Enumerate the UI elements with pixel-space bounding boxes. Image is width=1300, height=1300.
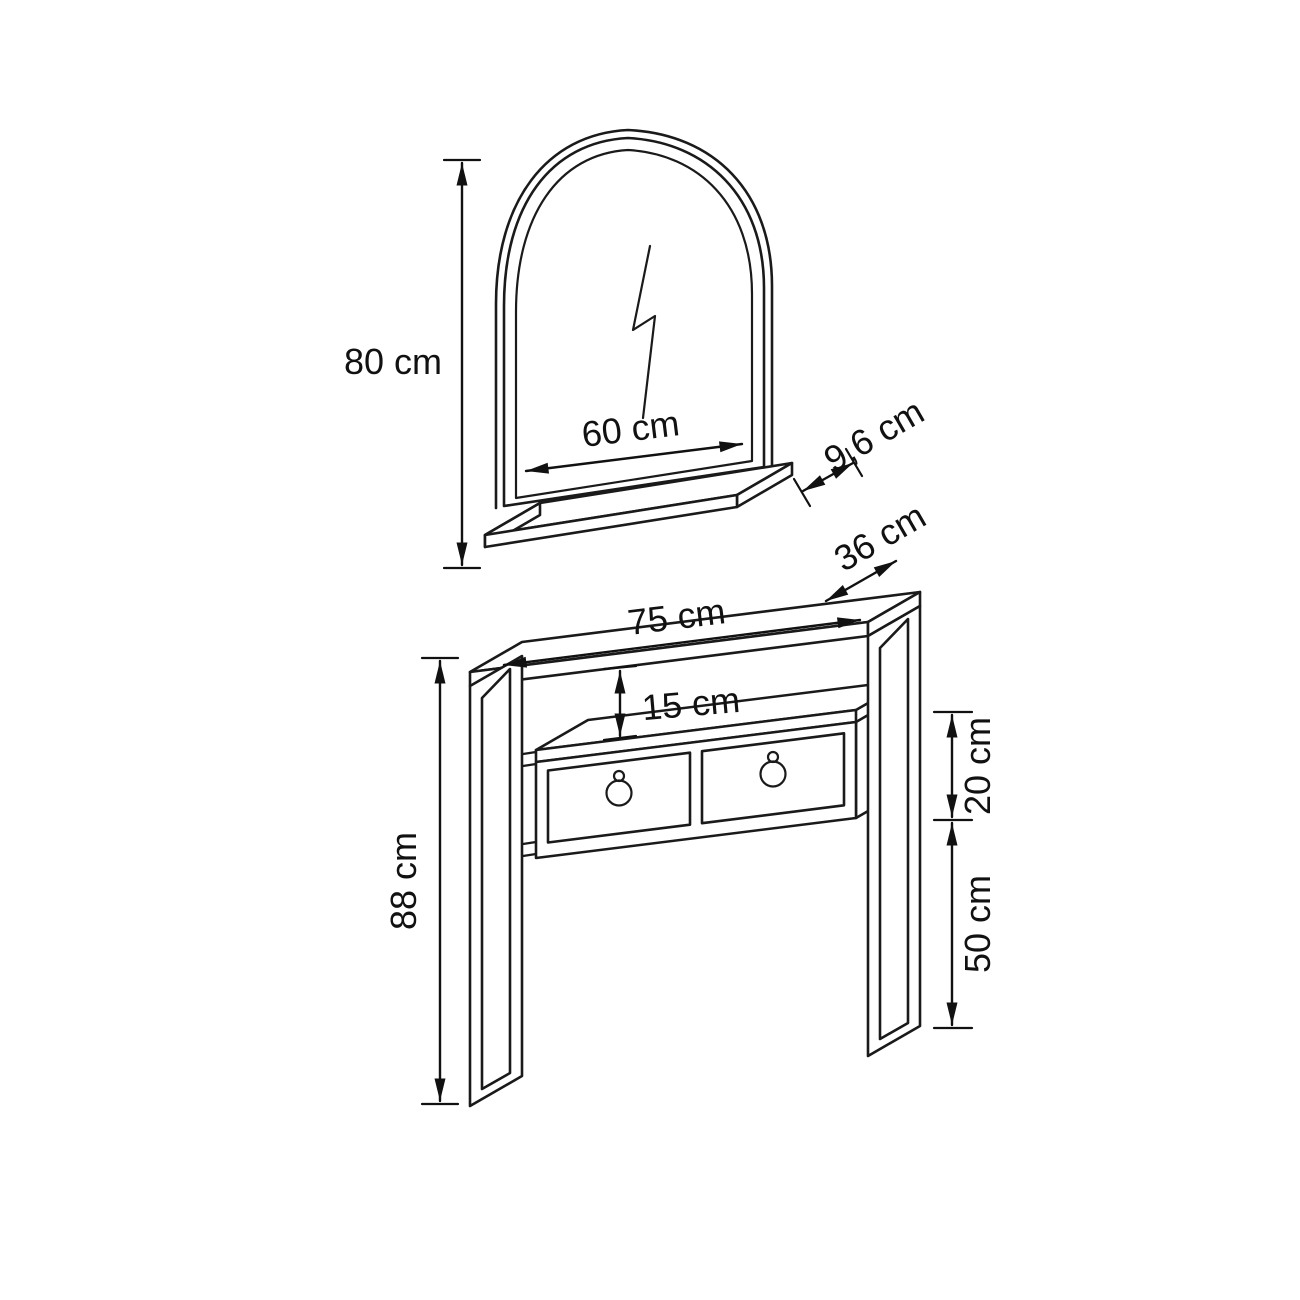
mirror-group — [483, 128, 794, 549]
drawer-right-ring-handle — [759, 760, 787, 788]
dim-mirror-width-arrow — [524, 441, 744, 474]
dim-label-table-height: 88 cm — [383, 832, 424, 930]
dim-label-shelf-gap: 15 cm — [640, 679, 741, 728]
dim-label-leg-height: 50 cm — [957, 875, 998, 973]
table-group — [468, 590, 922, 1108]
mirror-shelf-front — [483, 493, 739, 549]
dim-label-shelf-depth: 9,6 cm — [817, 390, 931, 480]
drawer-right-front — [700, 731, 846, 825]
dim-table-depth-arrow — [824, 559, 898, 603]
drawer-left-ring-handle — [605, 779, 633, 807]
leg-frame-right-inner — [878, 617, 910, 1041]
dim-shelf-gap-tick-top — [602, 664, 638, 671]
drawer-left-front — [546, 751, 692, 844]
dim-table-width-arrow — [502, 617, 862, 668]
dim-label-table-depth: 36 cm — [827, 495, 932, 580]
dim-label-mirror-height: 80 cm — [344, 341, 442, 382]
mirror-frame-outer-edge — [494, 128, 774, 510]
dim-shelf-depth-arrow — [801, 461, 855, 493]
dim-label-drawer-height: 20 cm — [957, 717, 998, 815]
dim-shelf-depth-tick-a — [792, 477, 812, 508]
dim-shelf-gap-tick-bottom — [602, 734, 638, 742]
leg-frame-left-inner — [480, 667, 512, 1091]
mirror-inner-frame — [514, 148, 754, 500]
mirror-glare-icon — [631, 244, 657, 420]
